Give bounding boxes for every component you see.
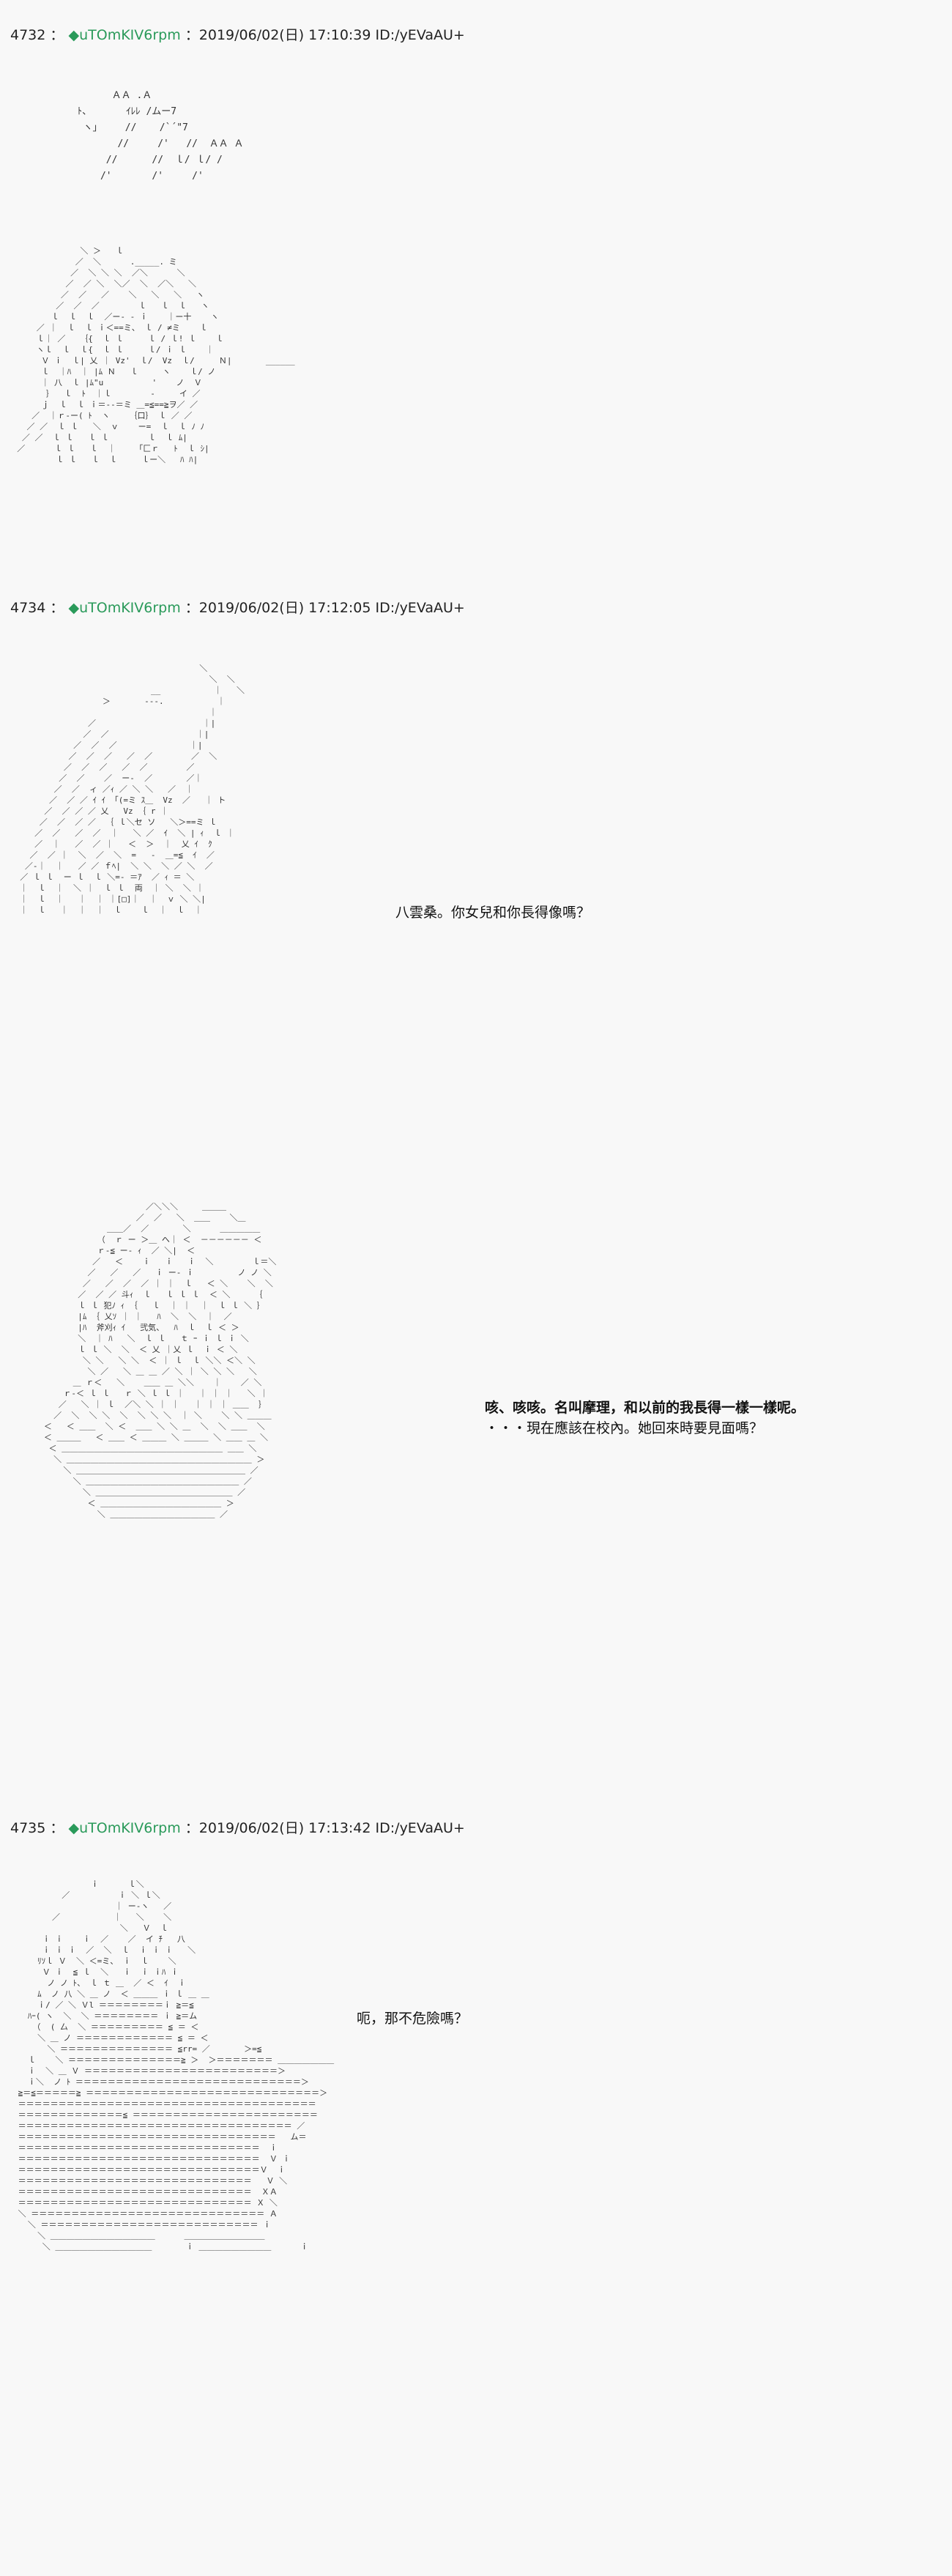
dialog-line: 呃，那不危險嗎？ bbox=[357, 2011, 469, 2027]
post-separator: ： bbox=[50, 1820, 64, 1836]
post-trip[interactable]: uTOmKIV6rpm bbox=[79, 600, 181, 616]
post-number: 4734 bbox=[10, 600, 46, 616]
post-header-4735: 4735 ： ◆uTOmKIV6rpm ：2019/06/02(日) 17:13… bbox=[10, 1819, 465, 1837]
post-meta: ：2019/06/02(日) 17:12:05 ID:/yEVaAU+ bbox=[185, 600, 465, 616]
dialog-line: 咳、咳咳。名叫摩理，和以前的我長得一樣一樣呢。 bbox=[485, 1400, 806, 1416]
post-number: 4732 bbox=[10, 27, 46, 43]
post-separator: ： bbox=[50, 600, 64, 616]
ascii-art-character-1: ＼ ＞ ｌ ／ ＼ ._____. ミ ／ ＼ ＼ ＼ ／＼ ＼ ／ ／ ＼ ＼… bbox=[17, 246, 295, 464]
post-meta: ：2019/06/02(日) 17:10:39 ID:/yEVaAU+ bbox=[185, 27, 465, 43]
post-trip[interactable]: uTOmKIV6rpm bbox=[79, 27, 181, 43]
ascii-art-character-4: ｉ ｌ＼ ／ ｉ ＼ ｌ＼ ｜ ー‐ヽ ／ ／ ｜ ＼ ＼ ＼ Ｖ ｌ ｉ ｉ … bbox=[18, 1879, 335, 2252]
post-header-4732: 4732 ： ◆uTOmKIV6rpm ：2019/06/02(日) 17:10… bbox=[10, 26, 465, 44]
post-meta: ：2019/06/02(日) 17:13:42 ID:/yEVaAU+ bbox=[185, 1820, 465, 1836]
ascii-art-character-2: ＼ ＼ ＼ __ ｜ ＼ ＞ ‐‐‐. ｜ ｜ ／ bbox=[20, 664, 245, 915]
ascii-art-small: ＡＡ .Ａ ﾄ、 ｲﾚﾚ /ムー7 ヽ」 // /`´"7 // /' // Ａ… bbox=[77, 90, 244, 182]
trip-diamond-icon: ◆ bbox=[68, 27, 80, 43]
post-header-4734: 4734 ： ◆uTOmKIV6rpm ：2019/06/02(日) 17:12… bbox=[10, 599, 465, 617]
ascii-art-character-3: ／＼＼＼ ＿＿＿ ／ ／ ＼ ＿＿ ＼＿ ＿＿／ ／ ＼ ＿＿＿＿＿ （ ｒ ー… bbox=[43, 1202, 277, 1519]
trip-diamond-icon: ◆ bbox=[68, 600, 80, 616]
post-trip[interactable]: uTOmKIV6rpm bbox=[79, 1820, 181, 1836]
post-number: 4735 bbox=[10, 1820, 46, 1836]
dialog-line: ・・・現在應該在校內。她回來時要見面嗎？ bbox=[485, 1420, 764, 1436]
dialog-line: 八雲桑。你女兒和你長得像嗎？ bbox=[395, 905, 591, 921]
trip-diamond-icon: ◆ bbox=[68, 1820, 80, 1836]
post-separator: ： bbox=[50, 27, 64, 43]
